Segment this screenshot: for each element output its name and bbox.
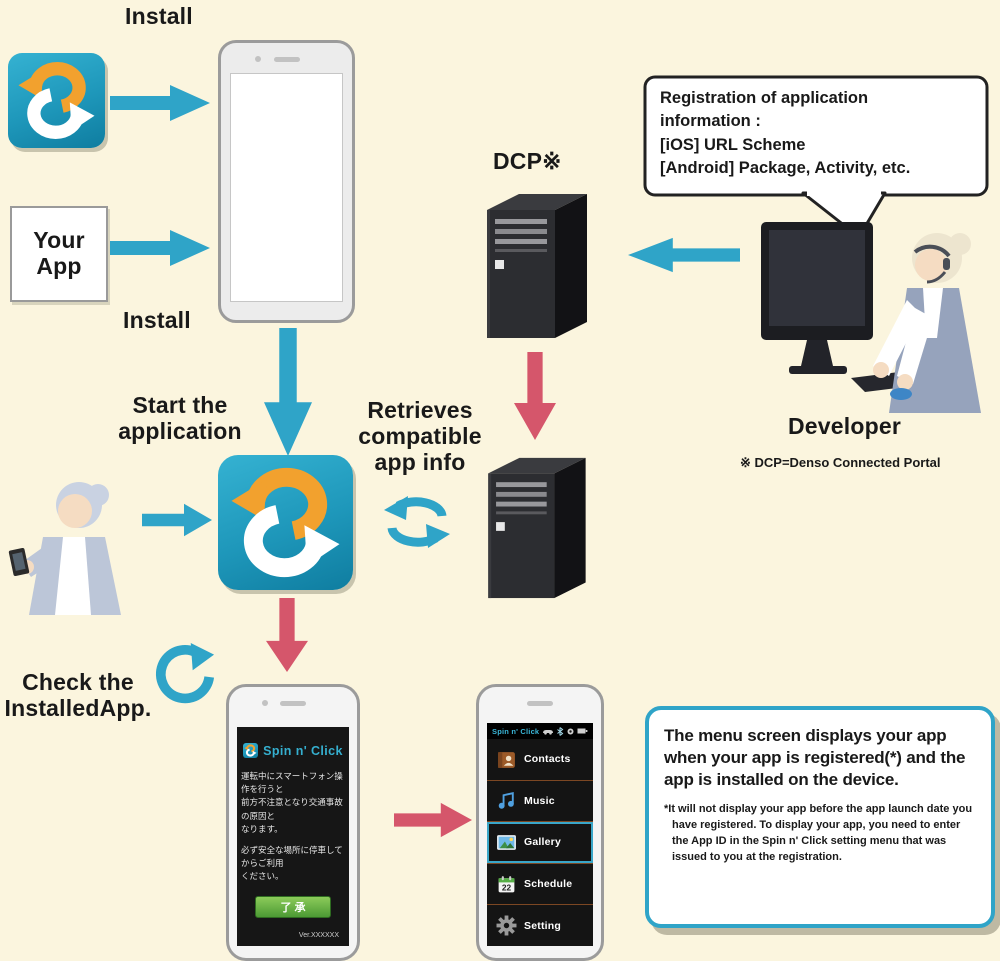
info-main-text: The menu screen displays your app when y… <box>664 726 966 790</box>
your-app-label: Your App <box>33 227 85 279</box>
splash-screen: Spin n' Click 運転中にスマートフォン操作を行うと 前方不注意となり… <box>237 727 349 946</box>
menu-item-label: Contacts <box>524 753 571 766</box>
version-text: Ver.XXXXXX <box>298 932 339 939</box>
accept-button[interactable]: 了 承 <box>255 896 331 919</box>
phone-camera-icon <box>255 56 262 62</box>
car-icon <box>543 730 553 735</box>
retrieves-info-label: Retrieves compatible app info <box>358 397 482 475</box>
phone-to-app-arrow-icon <box>264 328 312 456</box>
splash-logo-text: Spin n' Click <box>263 743 343 758</box>
battery-icon <box>577 728 588 734</box>
menu-item-gallery[interactable]: Gallery <box>487 822 593 864</box>
schedule-icon: 22 <box>498 875 515 892</box>
driving-warning-text: 運転中にスマートフォン操作を行うと 前方不注意となり交通事故の原因と なります。 <box>241 771 343 834</box>
splash-to-menu-arrow-icon <box>394 802 472 838</box>
dcp-server-icon-2 <box>475 452 595 600</box>
menu-item-schedule[interactable]: 22 Schedule <box>487 863 593 906</box>
dcp-server-icon <box>475 188 595 340</box>
phone-speaker <box>527 701 553 706</box>
menu-item-label: Setting <box>524 919 561 932</box>
your-app-box: Your App <box>10 206 108 302</box>
install-app-arrow-icon <box>110 85 210 121</box>
spin-click-logo-icon <box>218 455 353 590</box>
svg-text:22: 22 <box>502 882 512 892</box>
spin-click-app-icon <box>8 53 105 148</box>
install-bottom-label: Install <box>123 307 191 333</box>
info-footnote: *It will not display your app before the… <box>664 803 973 864</box>
setting-gear-icon <box>496 915 517 936</box>
blank-phone <box>218 40 355 323</box>
menu-header-title: Spin n' Click <box>492 726 540 736</box>
start-application-label: Start the application <box>118 392 242 444</box>
bluetooth-icon <box>557 726 564 736</box>
phone-speaker <box>273 57 300 62</box>
menu-item-setting[interactable]: Setting <box>487 905 593 946</box>
app-to-splash-arrow-icon <box>266 598 308 672</box>
menu-list: Contacts Music <box>487 739 593 946</box>
spin-click-logo-icon <box>8 53 105 148</box>
menu-header: Spin n' Click <box>487 723 593 739</box>
menu-item-contacts[interactable]: Contacts <box>487 739 593 781</box>
contacts-icon <box>498 751 515 768</box>
developer-label: Developer <box>788 413 902 439</box>
spin-click-app-icon-large <box>218 455 353 590</box>
spin-click-logo-icon <box>243 743 259 758</box>
menu-item-label: Gallery <box>524 836 562 849</box>
check-loop-arrow-icon <box>156 643 215 704</box>
dcp-label: DCP※ <box>493 148 562 174</box>
phone-camera-icon <box>262 700 269 706</box>
splash-logo: Spin n' Click <box>243 743 343 758</box>
dcp-sync-arrow-icon <box>514 352 556 440</box>
status-icons <box>542 726 588 736</box>
user-start-arrow-icon <box>142 503 212 537</box>
dcp-note: ※ DCP=Denso Connected Portal <box>740 455 941 470</box>
menu-item-label: Music <box>524 794 555 807</box>
blank-phone-screen <box>230 73 343 302</box>
menu-phone: Spin n' Click Contacts <box>476 684 604 961</box>
check-installed-label: Check the InstalledApp. <box>4 669 152 721</box>
sync-arrows-icon <box>384 496 450 548</box>
menu-item-music[interactable]: Music <box>487 780 593 823</box>
user-illustration <box>8 482 121 615</box>
developer-illustration <box>761 222 981 413</box>
developer-to-dcp-arrow-icon <box>628 237 740 273</box>
gallery-icon <box>497 835 516 850</box>
menu-screen: Spin n' Click Contacts <box>487 723 593 946</box>
music-icon <box>498 792 514 810</box>
gear-icon <box>567 728 574 734</box>
install-top-label: Install <box>125 3 193 29</box>
splash-phone: Spin n' Click 運転中にスマートフォン操作を行うと 前方不注意となり… <box>226 684 360 961</box>
info-box: The menu screen displays your app when y… <box>645 706 995 928</box>
install-your-app-arrow-icon <box>110 230 210 266</box>
registration-bubble-text: Registration of application information … <box>660 89 911 178</box>
menu-item-label: Schedule <box>524 878 573 891</box>
phone-speaker <box>280 701 306 706</box>
safety-warning-text: 必ず安全な場所に停車してからご利用 ください。 <box>241 844 343 882</box>
